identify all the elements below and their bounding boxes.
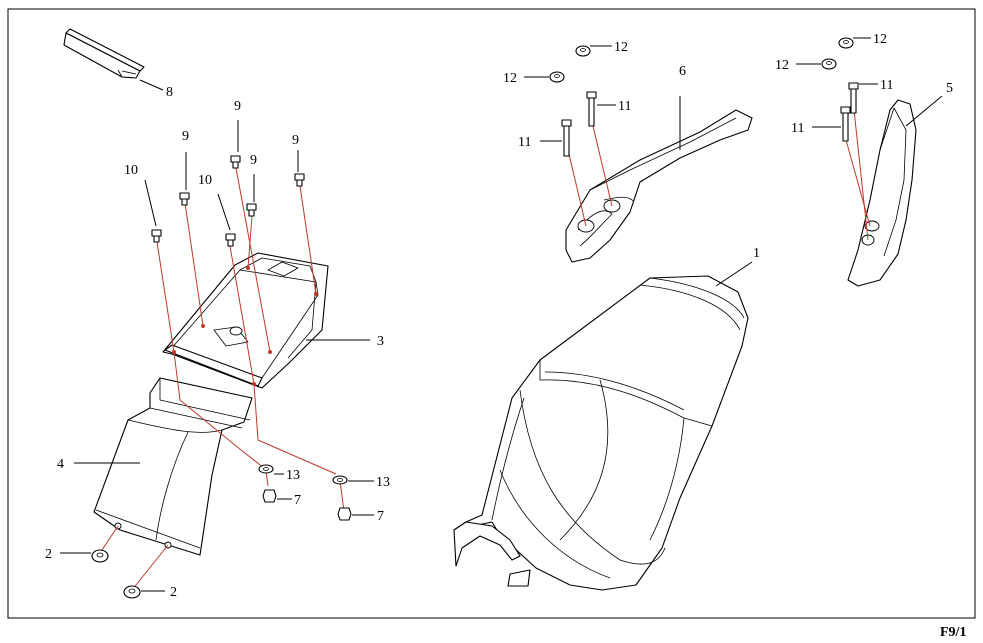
bolt-9-a	[179, 152, 190, 206]
callout-11-b: 11	[618, 99, 631, 114]
callout-9-d: 9	[292, 133, 299, 148]
callout-13-a: 13	[286, 468, 300, 483]
bolt-11-c	[812, 106, 851, 142]
nut-2-b	[123, 585, 165, 599]
nut-7-a	[262, 489, 292, 503]
callout-5: 5	[946, 81, 953, 96]
part-1-seat	[453, 261, 753, 591]
nut-12-d	[796, 58, 837, 70]
callout-labels: 1 2 2 3 4 5 6 7 7 8 9 9 9 9 10 10 11 11 …	[45, 32, 953, 600]
callout-9-a: 9	[182, 129, 189, 144]
part-8-strap	[63, 28, 164, 91]
callout-12-b: 12	[503, 71, 517, 86]
nut-12-a	[575, 45, 612, 57]
nut-12-b	[524, 71, 565, 83]
bolt-11-a	[540, 119, 572, 157]
callout-2-bottom: 2	[170, 585, 177, 600]
bolt-10-b	[217, 193, 236, 247]
nut-12-c	[838, 37, 871, 49]
callout-10-b: 10	[198, 173, 212, 188]
bolt-11-d	[848, 82, 878, 114]
bolt-10-a	[144, 179, 162, 243]
callout-3: 3	[377, 334, 384, 349]
bolt-9-c	[246, 174, 257, 217]
callout-13-b: 13	[376, 475, 390, 490]
callout-12-a: 12	[614, 40, 628, 55]
callout-2-left: 2	[45, 547, 52, 562]
bolt-9-b	[230, 120, 241, 169]
callout-8: 8	[166, 85, 173, 100]
bolt-9-d	[294, 150, 305, 187]
part-6-grab-rail	[565, 96, 753, 263]
part-3-tray	[162, 252, 370, 389]
callout-11-d: 11	[880, 78, 893, 93]
nut-2-a	[60, 549, 109, 563]
callout-10-a: 10	[124, 163, 138, 178]
callout-6: 6	[679, 64, 686, 79]
callout-7-b: 7	[377, 509, 384, 524]
callout-9-b: 9	[234, 99, 241, 114]
nut-7-b	[337, 507, 374, 521]
callout-7-a: 7	[294, 493, 301, 508]
callout-12-d: 12	[775, 58, 789, 73]
callout-11-a: 11	[518, 135, 531, 150]
drawing-border	[7, 8, 976, 619]
bolt-11-b	[586, 91, 616, 127]
assembly-lines	[99, 109, 871, 591]
washer-13-a	[258, 464, 284, 475]
part-5-grab-rail	[847, 95, 943, 287]
callout-11-c: 11	[791, 121, 804, 136]
washer-13-b	[332, 475, 374, 485]
callout-9-c: 9	[250, 153, 257, 168]
callout-1: 1	[753, 246, 760, 261]
callout-4: 4	[57, 457, 64, 472]
sheet-code: F9/1	[940, 625, 966, 640]
part-4-mudguard	[74, 377, 253, 556]
callout-12-c: 12	[873, 32, 887, 47]
